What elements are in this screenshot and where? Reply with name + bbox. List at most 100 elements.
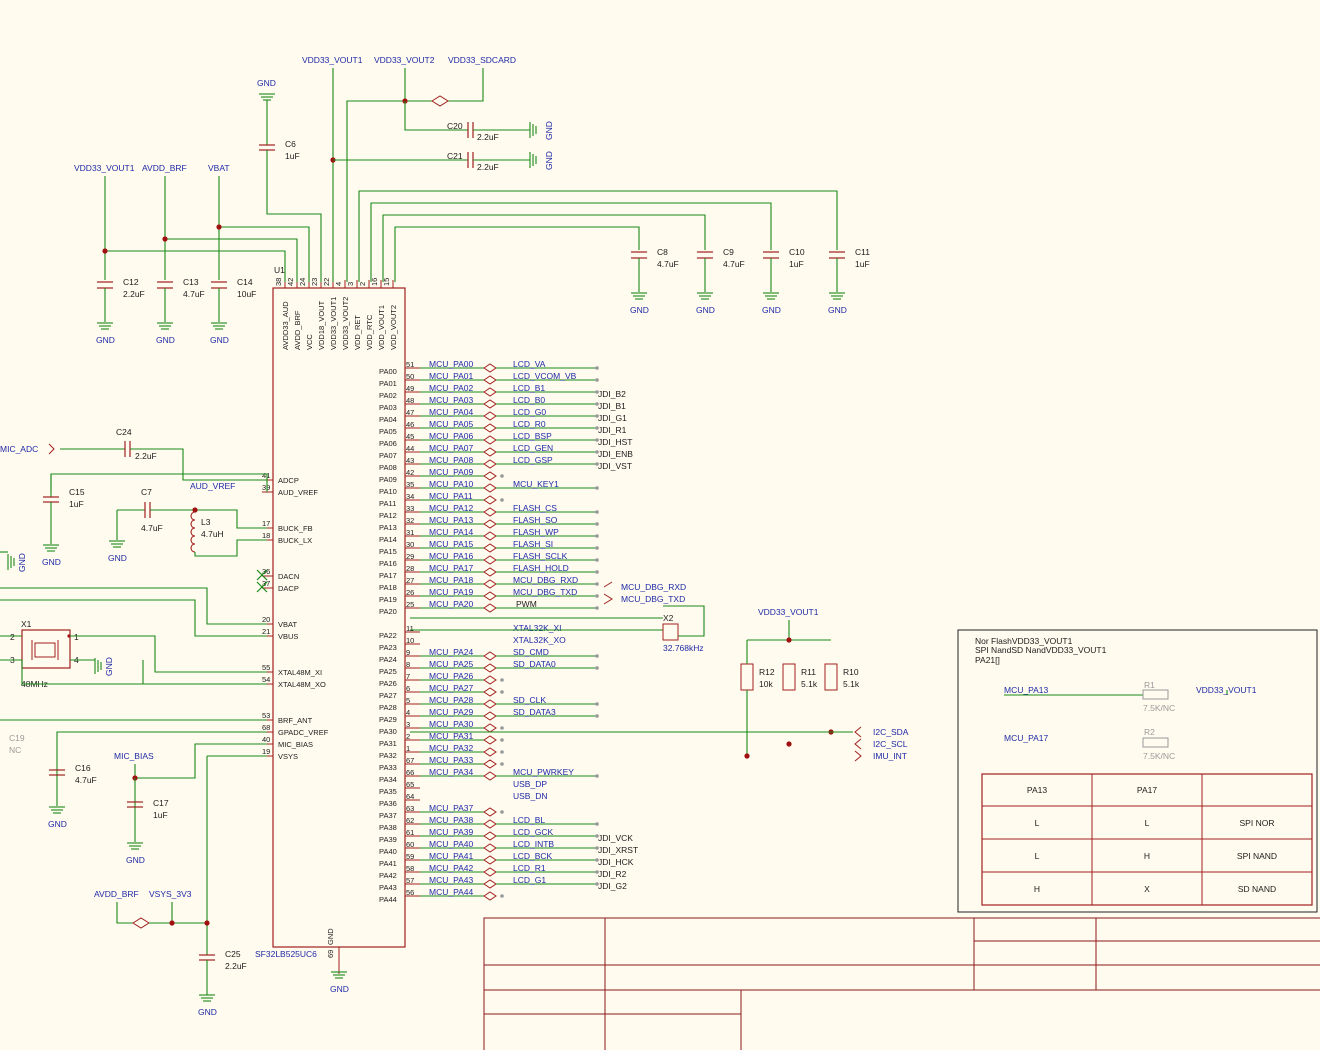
sig-end [595,654,599,658]
left-pin-num: 54 [262,675,270,684]
net-port [483,423,497,433]
top-pin-name: VDD18_VOUT [317,300,326,350]
left-pin-name: XTAL48M_XI [278,668,322,677]
sig-end [595,582,599,586]
top-pin-num: 15 [382,278,391,286]
left-pin-name: MIC_BIAS [278,740,313,749]
mcu-net-label: MCU_PA43 [429,875,474,885]
right-pin-num: 60 [406,840,414,849]
right-pin-num: 33 [406,504,414,513]
right-pin-num: 31 [406,528,414,537]
top-pin-num: 42 [286,278,295,286]
mcu-net-label: MCU_PA12 [429,503,474,513]
jdi-label: JDI_R2 [598,869,627,879]
sig-label: MCU_KEY1 [513,479,559,489]
sig-label: USB_DP [513,779,547,789]
mcu-net-label: MCU_PA07 [429,443,474,453]
gnd-c8-label: GND [630,305,649,315]
right-pin-num: 10 [406,636,414,645]
flash-table-cell: L [1035,851,1040,861]
jdi-label: JDI_G2 [598,881,627,891]
sig-end [595,402,599,406]
label-i2c-scl: I2C_SCL [873,739,908,749]
jdi-label: JDI_VCK [598,833,633,843]
right-pin-num: 34 [406,492,414,501]
right-pin-num: 59 [406,852,414,861]
right-pin-name: PA18 [379,583,397,592]
c14-ref: C14 [237,277,253,287]
right-pin-name: PA01 [379,379,397,388]
net-port [483,531,497,541]
gnd-c25-label: GND [198,1007,217,1017]
right-pin-name: PA32 [379,751,397,760]
c11-value: 1uF [855,259,870,269]
sig-end [595,882,599,886]
mcu-net-label: MCU_PA34 [429,767,474,777]
sig-label: FLASH_CS [513,503,557,513]
right-pin-name: PA38 [379,823,397,832]
right-pin-num: 32 [406,516,414,525]
right-pin-num: 64 [406,792,414,801]
left-pin-name: BRF_ANT [278,716,313,725]
flash-note-line3: PA21[] [975,655,1000,665]
top-power-section: VDD33_VOUT1 VDD33_VOUT2 VDD33_SDCARD C20… [257,55,838,282]
flash-note-line1: Nor FlashVDD33_VOUT1 [975,636,1073,646]
c25-value: 2.2uF [225,961,247,971]
top-pin-num: 4 [334,282,343,286]
net-port [483,687,497,697]
x2-value: 32.768kHz [663,643,704,653]
flash-table-cell: X [1144,884,1150,894]
sig-end [595,594,599,598]
right-pin-num: 47 [406,408,414,417]
sig-label: LCD_BSP [513,431,552,441]
sig-label: LCD_GSP [513,455,553,465]
c6-value: 1uF [285,151,300,161]
title-block [483,917,1320,1050]
flash-table-cell: SD NAND [1238,884,1276,894]
mcu-net-label: MCU_PA00 [429,359,474,369]
u1-top-pins: 38AVDD33_AUD42AVDD_BRF24VCC23VDD18_VOUT2… [274,278,398,350]
c21-ref: C21 [447,151,463,161]
sig-end [595,666,599,670]
sig-label: LCD_G1 [513,875,546,885]
flash-table-cell: L [1145,818,1150,828]
mcu-net-label: MCU_PA41 [429,851,474,861]
right-pin-num: 9 [406,648,410,657]
label-dbg-txd: MCU_DBG_TXD [621,594,685,604]
x1-pin-2: 2 [10,632,15,642]
jdi-label: JDI_G1 [598,413,627,423]
right-pin-name: PA29 [379,715,397,724]
right-pin-num: 25 [406,600,414,609]
right-pin-num: 1 [406,744,410,753]
net-port [483,375,497,385]
gnd-left-edge: GND [7,553,27,572]
right-pin-name: PA06 [379,439,397,448]
top-pin-num: 2 [358,282,367,286]
sig-label: LCD_B1 [513,383,545,393]
gnd-c10: GND [762,292,781,315]
sig-end [595,546,599,550]
gnd-c16-label: GND [48,819,67,829]
c15-ref: C15 [69,487,85,497]
c13-value: 4.7uF [183,289,205,299]
jdi-label: JDI_B2 [598,389,626,399]
flash-table-cell: L [1035,818,1040,828]
right-pin-num: 63 [406,804,414,813]
mcu-net-label: MCU_PA26 [429,671,474,681]
sig-end [595,606,599,610]
sig-label: SD_DATA0 [513,659,556,669]
c8-ref: C8 [657,247,668,257]
left-pin-num: 21 [262,627,270,636]
c9-ref: C9 [723,247,734,257]
right-pin-name: PA40 [379,847,397,856]
net-port [483,387,497,397]
flash-net-pa17: MCU_PA17 [1004,733,1049,743]
right-pin-num: 61 [406,828,414,837]
r12-ref: R12 [759,667,775,677]
r12-value: 10k [759,679,773,689]
right-pin-num: 2 [406,732,410,741]
mcu-net-label: MCU_PA11 [429,491,473,501]
